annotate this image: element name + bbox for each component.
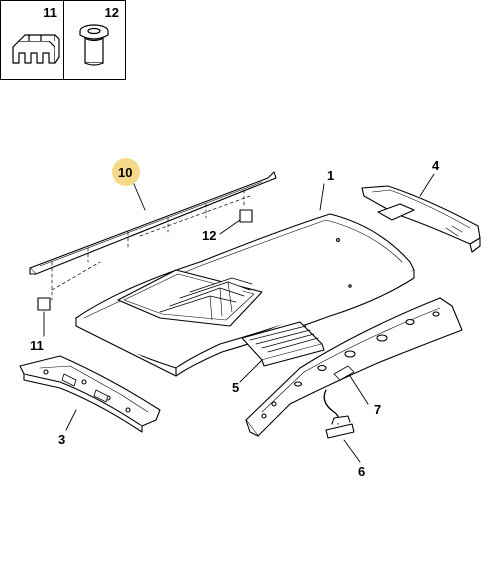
callout-6: 6 bbox=[358, 464, 365, 479]
part-5-crossmember bbox=[241, 321, 325, 367]
leader-lines bbox=[43, 173, 435, 463]
callout-7: 7 bbox=[374, 402, 381, 417]
plug-icon bbox=[79, 24, 109, 66]
legend-number-11: 11 bbox=[43, 5, 57, 20]
callout-1: 1 bbox=[327, 168, 334, 183]
part-10-roof-rail bbox=[29, 171, 277, 275]
callout-10-highlight bbox=[112, 158, 140, 186]
legend-number-12: 12 bbox=[104, 5, 119, 20]
legend-cell-12: 12 bbox=[63, 1, 125, 79]
callout-3: 3 bbox=[58, 432, 65, 447]
guide-lines bbox=[51, 189, 251, 301]
legend-cell-11: 11 bbox=[1, 1, 64, 79]
callout-12: 12 bbox=[202, 228, 216, 243]
part-4-front-header bbox=[361, 185, 481, 253]
clip-icon bbox=[12, 34, 60, 64]
part-3-rear-crossmember bbox=[19, 355, 161, 433]
part-12-plug bbox=[239, 209, 253, 223]
callout-10: 10 bbox=[118, 165, 132, 180]
callout-5: 5 bbox=[232, 380, 239, 395]
part-6-clip bbox=[323, 389, 355, 439]
part-7-side-reinforcement bbox=[245, 297, 463, 437]
callout-4: 4 bbox=[432, 158, 440, 173]
legend-box: 11 12 bbox=[0, 0, 126, 80]
callout-11: 11 bbox=[30, 338, 44, 353]
part-11-clip bbox=[37, 297, 51, 311]
